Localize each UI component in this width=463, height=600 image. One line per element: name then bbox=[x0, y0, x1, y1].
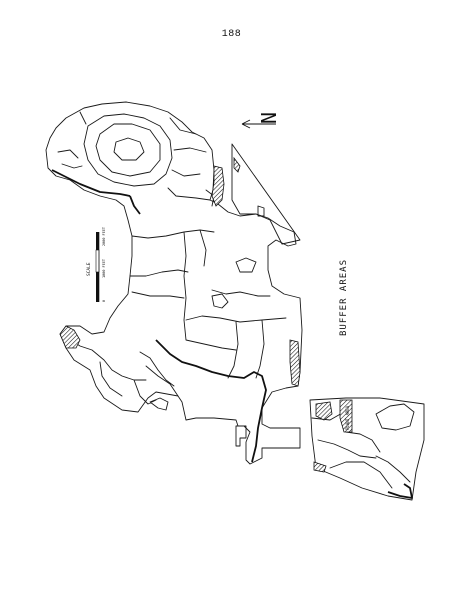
north-lobe-lake bbox=[95, 123, 161, 177]
north-label: N bbox=[257, 112, 281, 124]
east-buffer-small bbox=[233, 156, 241, 173]
east-buffer-strip bbox=[211, 165, 225, 207]
north-arrow: N bbox=[241, 112, 281, 129]
scale-label: SCALE bbox=[86, 262, 92, 276]
scale-tick-0: 0 bbox=[102, 300, 106, 302]
inset-buffer-south bbox=[387, 483, 413, 499]
north-lobe-inner-ring bbox=[83, 113, 173, 187]
map-title: BUFFER AREAS bbox=[339, 259, 349, 336]
south-tip-buffer bbox=[59, 325, 81, 349]
inset-internal-lines bbox=[311, 403, 415, 489]
property-boundary bbox=[45, 101, 303, 465]
scale-tick-2: 2000 FEET bbox=[102, 226, 106, 246]
forest-patches bbox=[205, 189, 265, 309]
north-lobe-fingers bbox=[57, 111, 211, 201]
scale-bar: SCALE 0 1000 FEET 2000 FEET bbox=[86, 226, 106, 302]
parcel-lines-central bbox=[129, 229, 287, 379]
inset-plant-area bbox=[339, 399, 353, 433]
stub-parcel bbox=[235, 425, 247, 447]
north-heavy-shoreline bbox=[51, 169, 131, 197]
south-buffer-strip bbox=[289, 339, 301, 387]
south-lobe-parcels bbox=[67, 337, 179, 411]
inset-buffer-edge bbox=[313, 461, 327, 473]
page-number: 188 bbox=[221, 29, 242, 40]
north-lobe-island bbox=[113, 137, 145, 161]
river-line bbox=[155, 339, 267, 463]
east-wedge bbox=[231, 143, 301, 245]
inset-plant-label: PLANT AREA bbox=[345, 405, 350, 430]
main-road bbox=[129, 195, 141, 215]
inset-buffer-north bbox=[315, 401, 333, 421]
scale-tick-1: 1000 FEET bbox=[102, 258, 106, 278]
